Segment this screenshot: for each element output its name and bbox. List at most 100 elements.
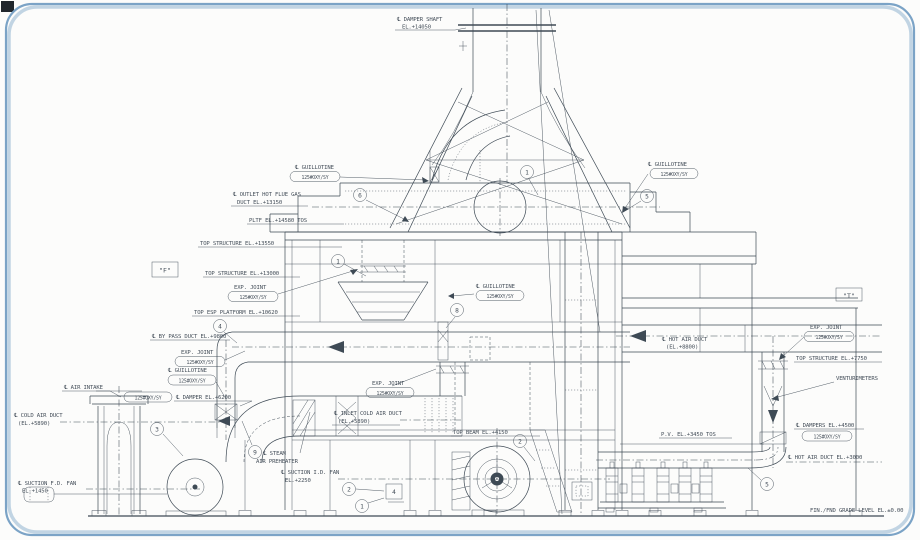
- rating-tag: 125#OXY/SY: [240, 295, 267, 301]
- label-damper-shaft-el: EL.+14050: [402, 25, 431, 31]
- id-fan-motor: [571, 481, 593, 501]
- label-bypass-duct: ℄ BY PASS DUCT EL.+9800: [152, 333, 226, 340]
- rating-tag: 125#OXY/SY: [377, 391, 404, 397]
- callout-balloon: 6: [358, 193, 362, 200]
- rating-tag-oval: [289, 171, 341, 182]
- inlet-hood: [337, 240, 429, 321]
- label-top-esp-platform: TOP ESP PLATFORM EL.+10620: [194, 310, 278, 316]
- label-hot-air-duct: ℄ HOT AIR DUCT: [662, 336, 708, 343]
- rating-tag-oval: [475, 290, 525, 301]
- callout-balloon: 1: [525, 170, 529, 177]
- flow-arrow-left: [630, 330, 646, 342]
- label-steam-aph: ℄ STEAM: [263, 450, 287, 457]
- guillotine-blade: [429, 166, 440, 183]
- callout-balloon: 2: [518, 439, 522, 446]
- rating-tag: 125#OXY/SY: [302, 175, 329, 181]
- flow-arrow-down: [768, 410, 778, 423]
- label-suction-id-fan: ℄ SUCTION I.D. FAN: [281, 469, 339, 476]
- rating-tag: 125#OXY/SY: [661, 172, 688, 178]
- label-exp-joint-hood: EXP. JOINT: [234, 285, 267, 291]
- rating-tag-oval: [174, 356, 226, 367]
- callout-balloon: 5: [645, 194, 649, 201]
- label-damper-6200: ℄ DAMPER EL.+6200: [176, 394, 231, 401]
- label-guillotine-right: ℄ GUILLOTINE: [648, 161, 688, 168]
- label-guillotine-top: ℄ GUILLOTINE: [295, 164, 335, 171]
- section-marker-box-f: [151, 261, 179, 278]
- annotations: ℄ DAMPER SHAFT EL.+14050 ℄ GUILLOTINE 12…: [14, 16, 903, 514]
- label-suction-fd-fan-el: EL.+1450: [22, 489, 48, 495]
- scan-artifact: [1, 1, 14, 12]
- rating-tag: 125#OXY/SY: [179, 379, 206, 385]
- bypass-guillotine: [437, 321, 449, 361]
- rating-tag: 125#OXY/SY: [135, 396, 162, 402]
- callout-balloon: 8: [455, 308, 459, 315]
- label-exp-joint-bypass: EXP. JOINT: [181, 350, 214, 356]
- hot-air-duct-3000: [596, 443, 787, 469]
- section-marker-f: "F": [159, 267, 171, 275]
- rating-tag-oval: [365, 387, 415, 398]
- rating-tag-oval: [227, 291, 279, 302]
- chimney-stack: [431, 4, 601, 515]
- callout-balloon: 2: [347, 487, 351, 494]
- venturi-duct: [758, 336, 788, 468]
- id-fan-inlet-louver: [451, 451, 471, 511]
- air-intake-silencer: [89, 386, 149, 517]
- label-suction-id-fan-el: EL.+2250: [285, 478, 311, 484]
- label-pltf-tos: PLTF EL.+14580 TOS: [249, 218, 307, 224]
- bypass-duct: [214, 321, 630, 440]
- rating-tag: 125#OXY/SY: [187, 360, 214, 366]
- rating-tag-oval: [123, 391, 173, 403]
- rating-tag-oval: [803, 331, 855, 342]
- callout-balloon: 1: [360, 504, 364, 511]
- label-hot-air-3000: ℄ HOT AIR DUCT EL.+3000: [788, 454, 862, 461]
- rating-tag-oval: [801, 430, 853, 442]
- label-pv-tos: P.V. EL.+3450 TOS: [661, 432, 716, 438]
- label-guillotine-left: ℄ GUILLOTINE: [168, 367, 208, 374]
- steam-coil-bank: [598, 461, 726, 513]
- label-venturimeters: VENTURIMETERS: [836, 376, 878, 382]
- label-outlet-flue-el: DUCT EL.+13150: [237, 200, 282, 206]
- label-suction-fd-fan: ℄ SUCTION F.D. FAN: [18, 480, 76, 487]
- callout-balloon: 1: [336, 259, 340, 266]
- hot-air-duct-8800: [616, 324, 882, 353]
- label-top-beam: TOP BEAM EL.+4150: [453, 430, 508, 436]
- callout-balloon: 9: [253, 450, 257, 457]
- label-hot-air-duct-el: (EL.+8800): [666, 345, 698, 351]
- label-steam-aph-2: AIR PREHEATER: [256, 459, 299, 465]
- esp-casing: [284, 231, 623, 510]
- label-inlet-cold-air-el: (EL.+5890): [338, 419, 370, 425]
- label-guillotine-mid: ℄ GUILLOTINE: [476, 283, 516, 290]
- flow-arrow-left: [218, 416, 230, 426]
- label-dampers-4500: ℄ DAMPERS EL.+4500: [796, 422, 854, 429]
- section-marker-box-t: [835, 287, 863, 302]
- label-inlet-cold-air: ℄ INLET COLD AIR DUCT: [334, 410, 403, 417]
- section-marker-t: "T": [843, 292, 855, 300]
- callouts: 1 1 6 5 8 4 3 9 2 1 2 4 5: [150, 165, 774, 513]
- label-damper-shaft: ℄ DAMPER SHAFT: [397, 16, 443, 23]
- label-air-intake: ℄ AIR INTAKE: [64, 384, 104, 391]
- label-cold-air-duct-el: (EL.+5890): [18, 421, 50, 427]
- fd-discharge-duct: [218, 395, 463, 463]
- flow-arrow-left: [328, 341, 344, 353]
- label-cold-air-duct: ℄ COLD AIR DUCT: [14, 412, 63, 419]
- flue-gas-duct: [269, 150, 660, 236]
- rating-tag-oval: [649, 168, 699, 179]
- label-exp-joint-inlet: EXP. JOINT: [372, 381, 405, 387]
- callout-balloon: 3: [155, 427, 159, 434]
- label-grade-level: FIN./FND GRADE LEVEL EL.±0.00: [810, 508, 903, 514]
- label-top-structure-7750: TOP STRUCTURE EL.+7750: [796, 356, 867, 362]
- rating-tag-oval: [167, 374, 217, 386]
- callout-balloon: 4: [218, 324, 222, 331]
- rating-tag: 125#OXY/SY: [487, 294, 514, 300]
- fd-fan-motor: [23, 486, 55, 503]
- label-exp-joint-right: EXP. JOINT: [810, 325, 843, 331]
- label-outlet-flue: ℄ OUTLET HOT FLUE GAS: [233, 191, 301, 198]
- callout-box-number: 4: [392, 489, 396, 496]
- callout-box: [385, 483, 403, 500]
- label-top-structure-13550: TOP STRUCTURE EL.+13550: [200, 241, 274, 247]
- fd-fan: [23, 458, 227, 517]
- lattice-tower: [389, 87, 631, 233]
